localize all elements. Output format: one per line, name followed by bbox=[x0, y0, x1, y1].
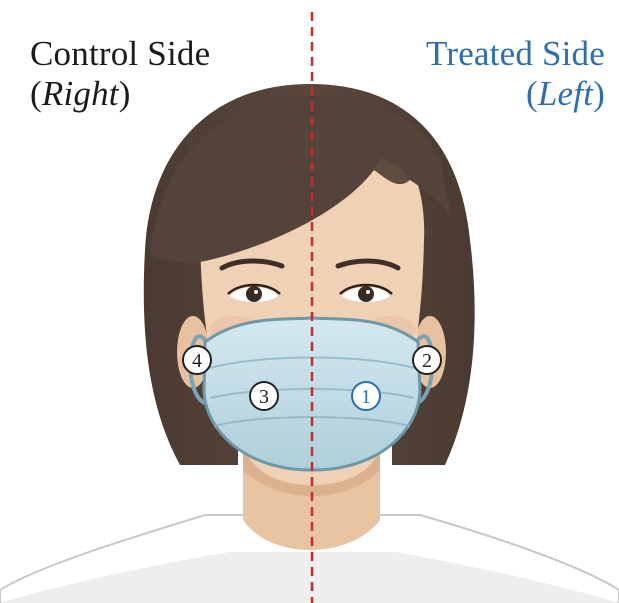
marker-4: 4 bbox=[183, 346, 211, 374]
control-side-side: (Right) bbox=[30, 74, 210, 114]
marker-2: 2 bbox=[413, 346, 441, 374]
svg-text:2: 2 bbox=[422, 350, 432, 372]
control-side-title: Control Side bbox=[30, 34, 210, 74]
control-side-label: Control Side (Right) bbox=[30, 34, 210, 115]
treated-side-side: (Left) bbox=[426, 74, 605, 114]
svg-text:1: 1 bbox=[361, 386, 371, 408]
treated-side-title: Treated Side bbox=[426, 34, 605, 74]
marker-1: 1 bbox=[352, 382, 380, 410]
treated-side-label: Treated Side (Left) bbox=[426, 34, 605, 115]
svg-text:4: 4 bbox=[192, 350, 202, 372]
marker-3: 3 bbox=[250, 382, 278, 410]
svg-text:3: 3 bbox=[259, 386, 269, 408]
